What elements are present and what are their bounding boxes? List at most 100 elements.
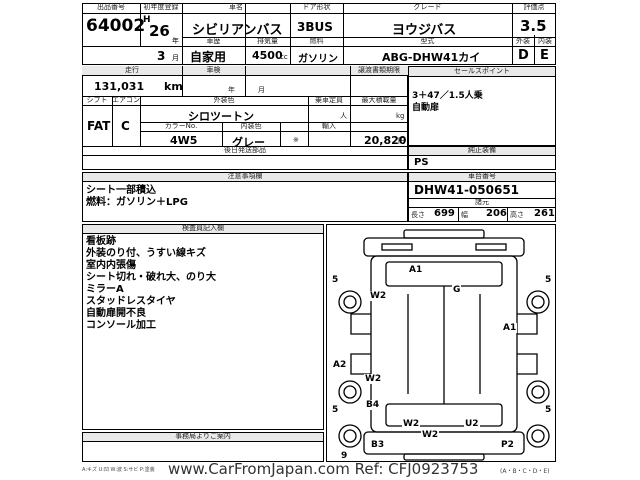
month-unit: 月 — [172, 54, 179, 62]
damage-mark: W2 — [402, 419, 421, 429]
genuine: PS — [414, 157, 429, 168]
damage-mark: 5 — [331, 405, 340, 415]
price-unit: 円 — [398, 137, 405, 145]
damage-mark: 9 — [340, 451, 349, 461]
model: ABG-DHW41カイ — [382, 51, 481, 64]
damage-mark: B3 — [370, 440, 386, 450]
notes-header: 注意事項欄 — [227, 172, 263, 180]
inspector-line: 外装のり付、うすい線キズ — [86, 248, 206, 259]
door: 3BUS — [297, 20, 333, 34]
damage-mark: U2 — [464, 419, 480, 429]
height-value: 261 — [534, 208, 555, 219]
shift: FAT — [87, 119, 111, 133]
interior-color: グレー — [232, 136, 265, 149]
fuel-header: 燃料 — [309, 37, 324, 45]
reg-month: 3 — [157, 49, 166, 63]
ext-score: D — [518, 48, 529, 63]
int-score: E — [540, 48, 549, 63]
damage-mark: B4 — [365, 400, 381, 410]
lot-number: 64002 — [86, 16, 146, 36]
sales-points-box — [408, 66, 556, 146]
vehicle-diagram-drawing — [338, 229, 550, 461]
note-line: シート一部積込 — [86, 185, 156, 196]
ext-header: 外装 — [516, 37, 530, 45]
interior-color-mark: ※ — [293, 136, 299, 144]
sales-point-line: 3＋47／1.5人乗 — [412, 91, 483, 101]
mileage-unit: km — [164, 80, 183, 93]
color-no-header: カラーNo. — [164, 122, 198, 130]
notes-box — [82, 172, 408, 222]
inspector-line: ミラーA — [86, 284, 124, 295]
width-label: 幅 — [461, 211, 468, 219]
door-header: ドア形状 — [302, 3, 331, 11]
int-header: 内装 — [538, 37, 552, 45]
grade-header: グレード — [413, 3, 442, 11]
inspector-line: 看板跡 — [86, 236, 116, 247]
damage-mark: A2 — [332, 360, 348, 370]
inspector-header: 検査員記入欄 — [182, 224, 224, 232]
grade: ヨウジバス — [392, 23, 457, 38]
max-load-unit: kg — [396, 112, 405, 120]
damage-mark: W2 — [364, 374, 383, 384]
genuine-box — [408, 146, 556, 170]
damage-mark: A1 — [502, 323, 518, 333]
inspector-line: 室内内張傷 — [86, 260, 136, 271]
ac-header: エアコン — [112, 96, 140, 104]
cc-header: 排気量 — [257, 37, 278, 45]
length-label: 長さ — [411, 211, 425, 219]
damage-mark: A1 — [408, 265, 424, 275]
shift-header: シフト — [86, 96, 108, 104]
mileage-header: 走行 — [125, 66, 139, 74]
reg-year-header: 初年度登録 — [143, 3, 179, 11]
ac: C — [121, 119, 130, 133]
insp-month: 月 — [258, 86, 265, 94]
model-header: 型式 — [420, 37, 435, 45]
import-header: 輸入 — [322, 122, 336, 130]
parts-header: 後日発送部品 — [224, 146, 266, 154]
inspector-line: スタッドレスタイヤ — [86, 296, 176, 307]
damage-mark: W2 — [369, 291, 388, 301]
exterior-color: シロツートン — [188, 110, 254, 123]
score-header: 評価点 — [523, 3, 545, 11]
sales-point-line: 自動扉 — [412, 103, 440, 113]
legend-left: A:キズ U:凹 W:波 S:サビ P:塗装 — [82, 467, 155, 473]
insp-year: 年 — [228, 86, 235, 94]
era: H — [143, 15, 151, 25]
damage-mark: G — [452, 285, 462, 295]
car-name: シビリアンバス — [192, 23, 283, 38]
inspector-line: コンソール加工 — [86, 320, 156, 331]
width-value: 206 — [486, 208, 507, 219]
inspection-header: 車検 — [206, 66, 221, 74]
color-no: 4W5 — [170, 134, 198, 147]
lot-header: 出品番号 — [97, 3, 125, 11]
cc-unit: cc — [280, 53, 288, 61]
inspector-line: 自動扉開不良 — [86, 308, 146, 319]
height-label: 高さ — [510, 211, 524, 219]
use-header: 車歴 — [206, 37, 221, 45]
capacity-header: 乗車定員 — [315, 96, 343, 104]
sales-header: セールスポイント — [454, 67, 510, 75]
damage-mark: 5 — [544, 275, 553, 285]
dim-header: 諸元 — [475, 198, 489, 206]
chassis-number: DHW41-050651 — [414, 183, 520, 197]
damage-mark: W2 — [421, 430, 440, 440]
year-unit: 年 — [172, 37, 179, 45]
transfer-header: 譲渡書類期限 — [358, 66, 400, 74]
damage-mark: P2 — [500, 440, 515, 450]
genuine-header: 純正装備 — [468, 146, 496, 154]
chassis-box — [408, 172, 556, 222]
watermark: www.CarFromJapan.com Ref: CFJ0923753 — [168, 460, 479, 478]
note-line: 燃料：ガソリン＋LPG — [86, 197, 188, 208]
cc: 4500 — [252, 49, 283, 62]
exterior-color-header: 外装色 — [213, 96, 235, 104]
header-table — [82, 3, 556, 65]
chassis-header: 車台番号 — [468, 172, 496, 180]
interior-color-header: 内装色 — [240, 122, 262, 130]
car-name-header: 車名 — [229, 3, 243, 11]
mileage: 131,031 — [94, 80, 145, 93]
office-box — [82, 432, 324, 462]
score: 3.5 — [520, 17, 547, 35]
capacity-unit: 人 — [340, 112, 347, 120]
inspector-box — [82, 224, 324, 430]
inspector-line: シート切れ・破れ大、のり大 — [86, 272, 216, 283]
